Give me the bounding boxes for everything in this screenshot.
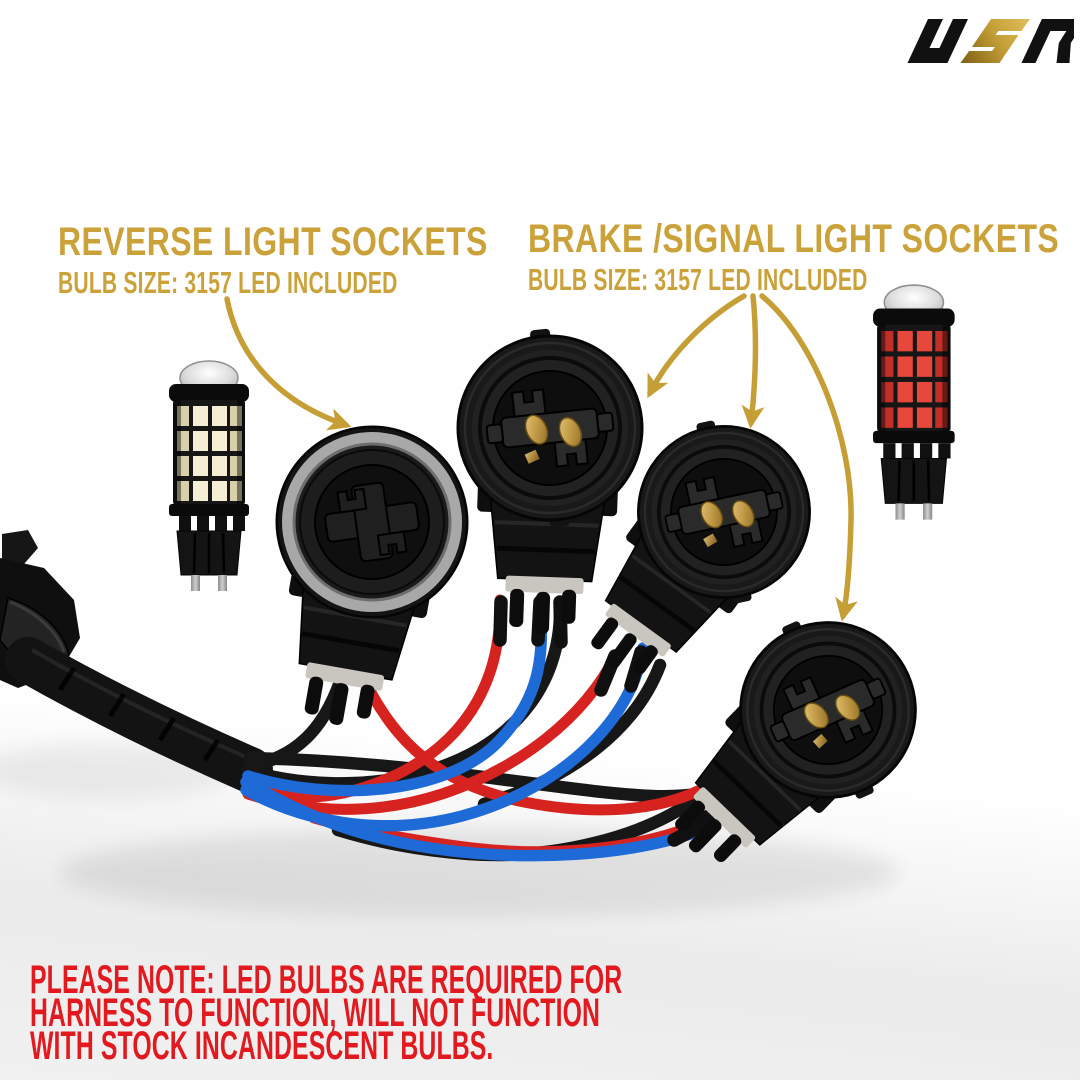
arrow-to-brake-socket-3	[759, 293, 858, 622]
reverse-callout-subtitle: BULB SIZE: 3157 LED INCLUDED	[58, 265, 398, 300]
red-3157-led-bulb-icon	[871, 283, 956, 521]
logo-letter-r	[1021, 19, 1074, 63]
harness-wires	[240, 594, 799, 862]
callout-arrows	[224, 293, 858, 622]
usr-logo	[907, 19, 1074, 63]
note-line-2: HARNESS TO FUNCTION, WILL NOT FUNCTION	[30, 991, 601, 1035]
brake-callout-title: BRAKE /SIGNAL LIGHT SOCKETS	[528, 217, 1060, 261]
arrow-to-reverse-socket	[224, 296, 352, 431]
arrow-to-brake-socket-1	[647, 293, 747, 399]
logo-letter-u	[907, 19, 968, 63]
wiring-harness-connector-icon	[0, 530, 273, 793]
blue-wires	[240, 599, 712, 862]
brake-callout-subtitle: BULB SIZE: 3157 LED INCLUDED	[528, 262, 868, 297]
reverse-callout: REVERSE LIGHT SOCKETS BULB SIZE: 3157 LE…	[58, 222, 595, 298]
note-line-3: WITH STOCK INCANDESCENT BULBS.	[30, 1024, 494, 1068]
reverse-light-socket-icon	[265, 425, 469, 737]
disclaimer-note: PLEASE NOTE: LED BULBS ARE REQUIRED FOR …	[30, 958, 623, 1068]
note-line-1: PLEASE NOTE: LED BULBS ARE REQUIRED FOR	[30, 958, 623, 1002]
logo-letter-s	[960, 19, 1030, 63]
arrow-to-brake-socket-2	[741, 293, 765, 429]
white-3157-led-bulb-icon	[167, 359, 251, 593]
reverse-callout-title: REVERSE LIGHT SOCKETS	[58, 220, 488, 264]
brake-callout: BRAKE /SIGNAL LIGHT SOCKETS BULB SIZE: 3…	[528, 219, 1080, 295]
taped-wire-loom	[5, 637, 273, 793]
